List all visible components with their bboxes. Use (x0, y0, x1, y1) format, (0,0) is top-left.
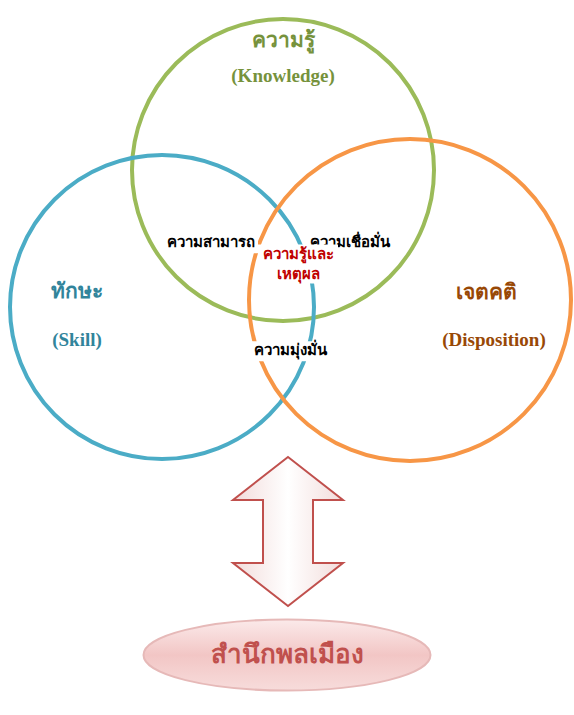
disposition-circle: เจตคติ (Disposition) (247, 137, 573, 463)
circle-outline (8, 153, 316, 461)
circle-subtitle: (Skill) (52, 328, 102, 352)
overlap-label: ความมุ่งมั่น (251, 341, 330, 361)
circle-title: ทักษะ (51, 278, 103, 304)
circle-subtitle: (Knowledge) (231, 64, 334, 88)
overlap-label: ความสามารถ (164, 233, 258, 253)
ellipse-title: สำนึกพลเมือง (211, 639, 364, 672)
circle-title: เจตคติ (456, 279, 517, 305)
civic-ellipse: สำนึกพลเมือง (142, 618, 432, 692)
center-label: ความรู้และ เหตุผล (258, 245, 338, 284)
skill-circle: ทักษะ (Skill) (8, 153, 316, 461)
double-arrow-shape (233, 457, 343, 606)
circle-outline (247, 137, 573, 463)
circle-title: ความรู้ (252, 27, 315, 53)
circle-subtitle: (Disposition) (442, 328, 545, 352)
